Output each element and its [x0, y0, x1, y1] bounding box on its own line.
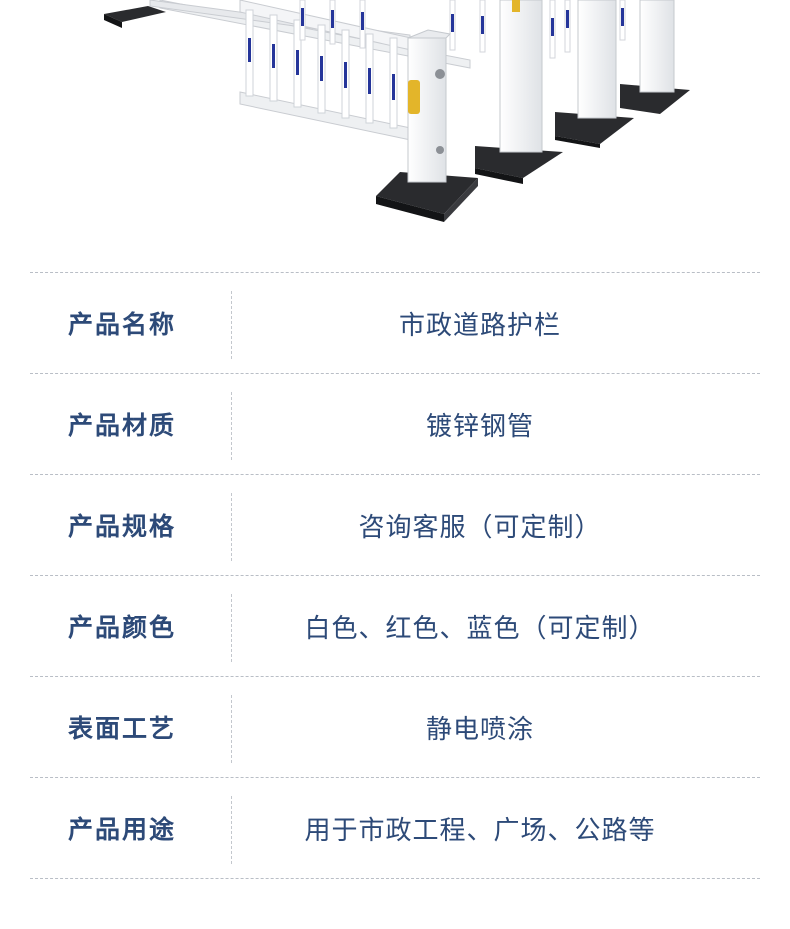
post-front	[376, 29, 478, 222]
column-divider	[231, 493, 232, 561]
spec-label: 表面工艺	[68, 714, 177, 743]
spec-row-color: 产品颜色 白色、红色、蓝色（可定制）	[30, 575, 760, 676]
spec-value: 静电喷涂	[425, 714, 534, 745]
spec-value: 镀锌钢管	[425, 411, 534, 442]
spec-value: 白色、红色、蓝色（可定制）	[304, 613, 656, 644]
spec-row-finish: 表面工艺 静电喷涂	[30, 676, 760, 777]
spec-row-size: 产品规格 咨询客服（可定制）	[30, 474, 760, 575]
spec-label: 产品材质	[68, 411, 177, 440]
spec-value: 用于市政工程、广场、公路等	[304, 815, 656, 846]
post-far-right	[620, 0, 690, 114]
spec-row-name: 产品名称 市政道路护栏	[30, 272, 760, 373]
spec-row-material: 产品材质 镀锌钢管	[30, 373, 760, 474]
column-divider	[231, 695, 232, 763]
spec-label: 产品规格	[68, 512, 177, 541]
spec-table: 产品名称 市政道路护栏 产品材质 镀锌钢管 产品规格 咨询客服（可定制） 产品颜…	[30, 272, 760, 879]
column-divider	[231, 796, 232, 864]
spec-value: 咨询客服（可定制）	[358, 512, 602, 543]
spec-label: 产品名称	[68, 310, 177, 339]
column-divider	[231, 594, 232, 662]
spec-label: 产品颜色	[68, 613, 177, 642]
vertical-bars	[245, 0, 626, 129]
post-right	[555, 0, 634, 148]
fence-railing-illustration	[104, 0, 690, 222]
column-divider	[231, 392, 232, 460]
post-middle	[475, 0, 563, 184]
spec-value: 市政道路护栏	[398, 310, 561, 341]
column-divider	[231, 291, 232, 359]
spec-label: 产品用途	[68, 815, 177, 844]
spec-row-usage: 产品用途 用于市政工程、广场、公路等	[30, 777, 760, 879]
